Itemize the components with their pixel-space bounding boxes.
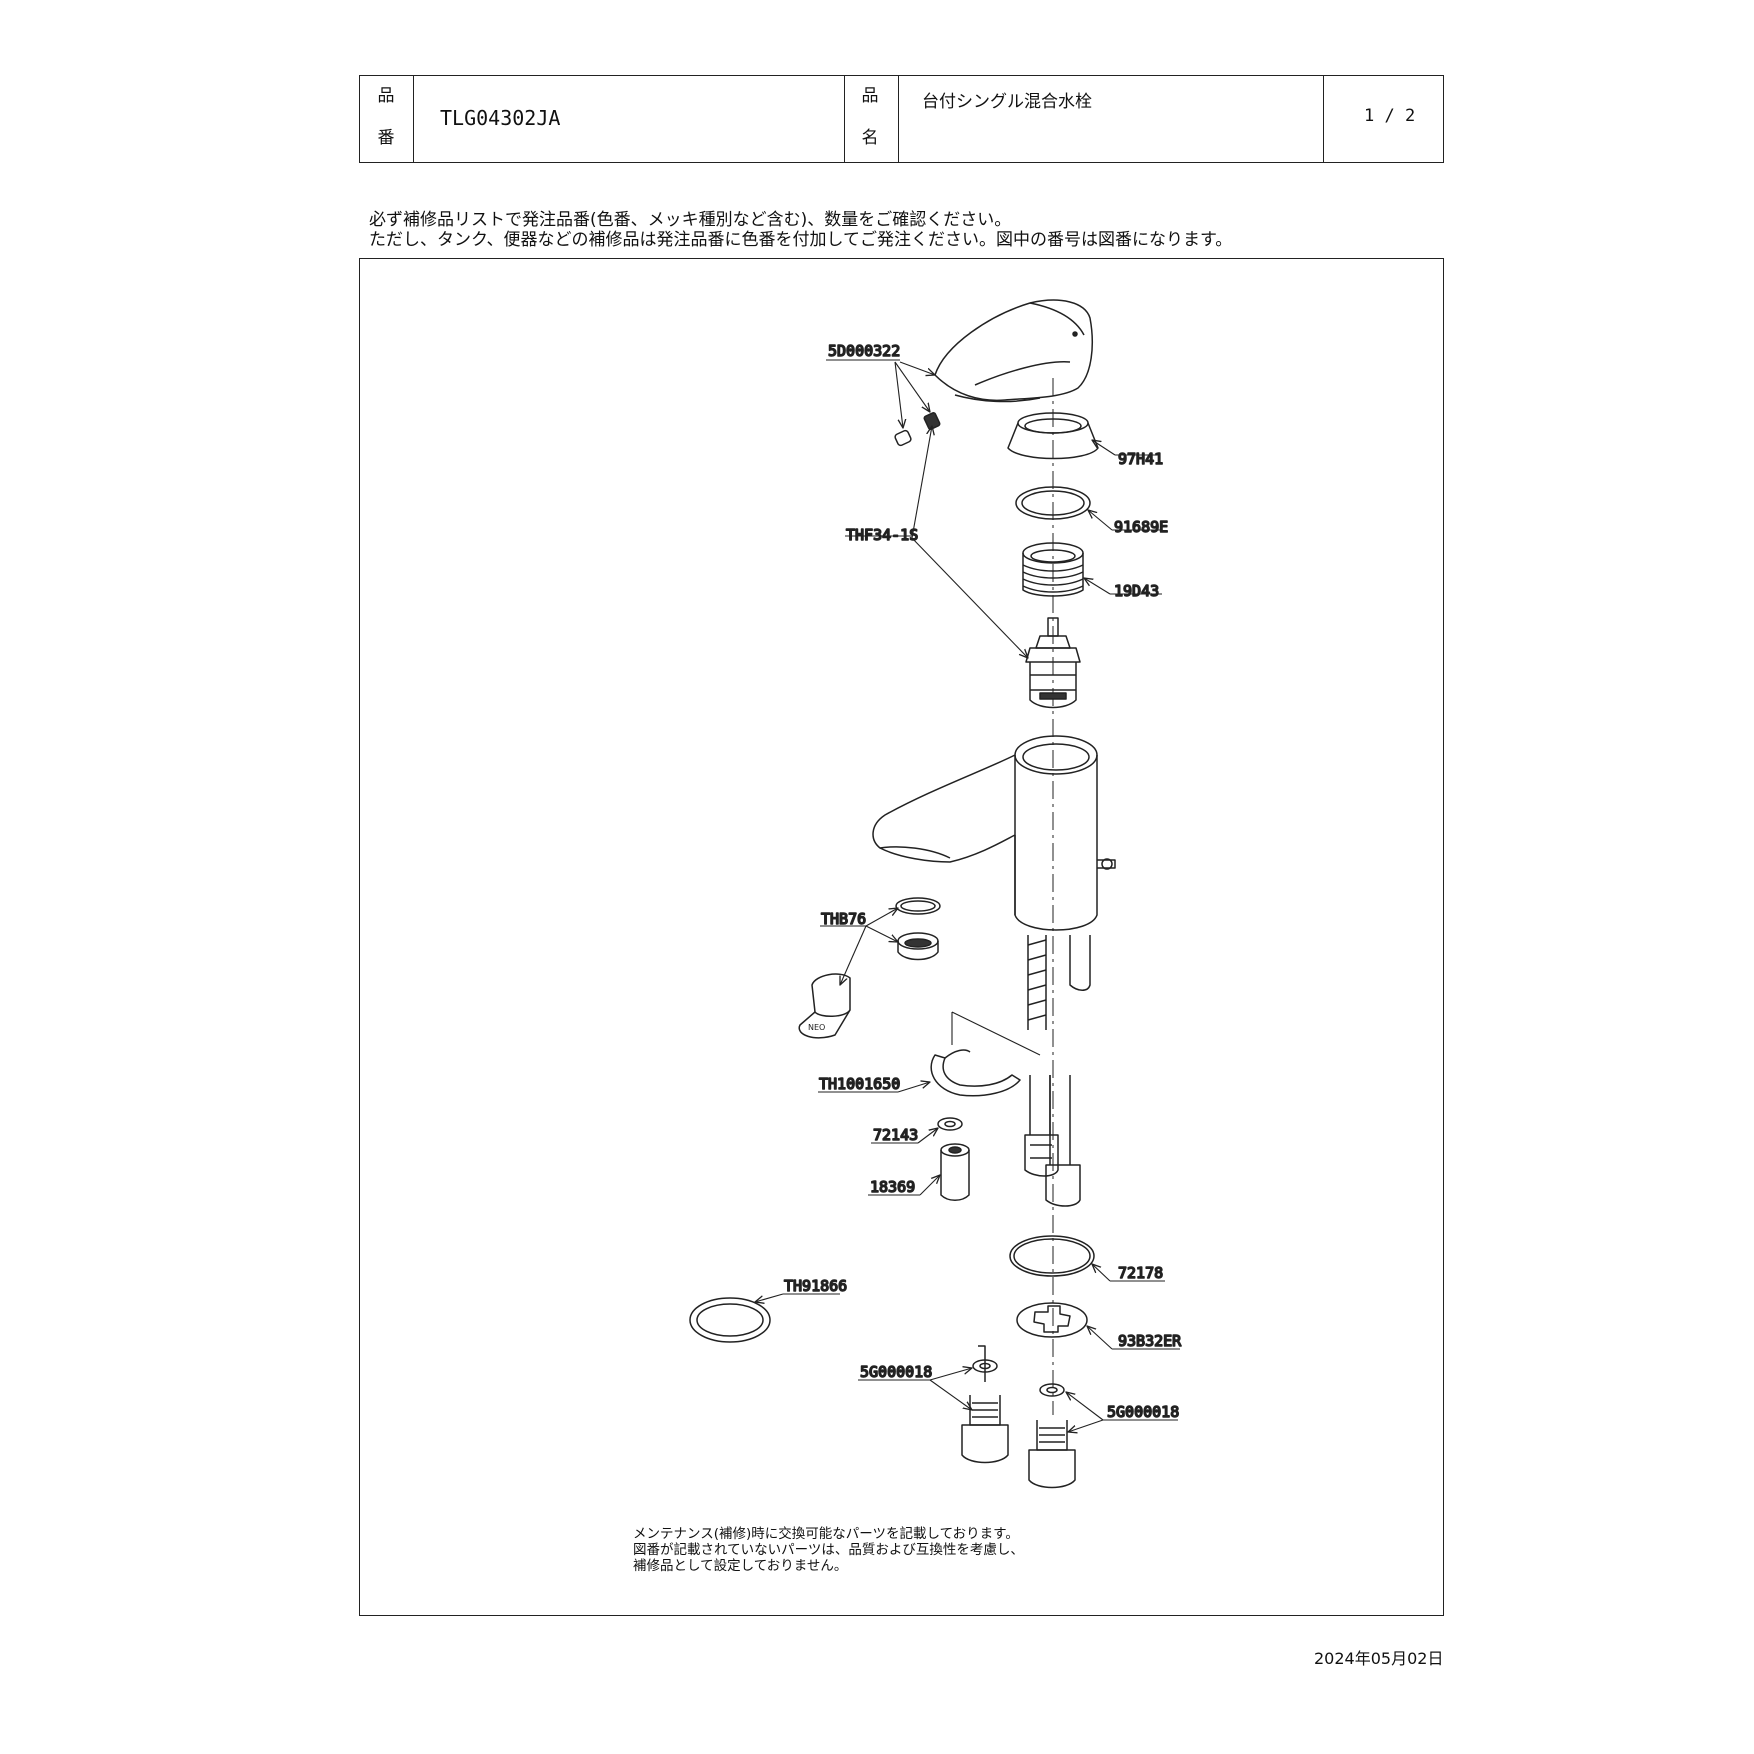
label-adapter-left: 5G000018 xyxy=(860,1363,932,1381)
label-cartridge: THF34-1S xyxy=(846,526,918,544)
label-fixing-plate: 93B32ER xyxy=(1118,1332,1182,1350)
label-aerator: THB76 xyxy=(821,910,866,928)
drawing-frame xyxy=(359,258,1444,1616)
name-label-2: 名 xyxy=(861,128,879,148)
notice-line-1: 必ず補修品リストで発注品番(色番、メッキ種別など含む)、数量をご確認ください。 xyxy=(369,210,1012,230)
cap-nut xyxy=(1007,412,1099,460)
label-retaining-nut: 19D43 xyxy=(1114,582,1159,600)
maintenance-footnote: メンテナンス(補修)時に交換可能なパーツを記載しております。 図番が記載されてい… xyxy=(633,1526,1024,1574)
part-no-label-2: 番 xyxy=(377,128,395,148)
name-label-1: 品 xyxy=(861,86,879,106)
aerator xyxy=(895,897,941,961)
supply-hoses xyxy=(1024,1075,1081,1207)
label-cap-nut: 97H41 xyxy=(1118,450,1163,468)
faucet-body xyxy=(872,735,1116,1030)
retaining-nut xyxy=(1022,542,1084,597)
label-bracket: TH1001650 xyxy=(819,1075,900,1093)
bracket xyxy=(930,1049,1021,1097)
divider xyxy=(1323,76,1324,162)
fixing-plate xyxy=(1016,1302,1088,1338)
part-number: TLG04302JA xyxy=(440,106,561,130)
part-no-label-1: 品 xyxy=(377,86,395,106)
label-stud-nut: 18369 xyxy=(870,1178,915,1196)
o-ring xyxy=(1015,486,1091,520)
page-number: 1 / 2 xyxy=(1364,106,1416,126)
footnote-line-3: 補修品として設定しておりません。 xyxy=(633,1558,848,1574)
adapter-left xyxy=(961,1345,1009,1464)
divider xyxy=(898,76,899,162)
product-name: 台付シングル混合水栓 xyxy=(922,92,1092,112)
title-block: 品 番 TLG04302JA 品 名 台付シングル混合水栓 1 / 2 xyxy=(359,75,1444,163)
label-handle-screw: 5D000322 xyxy=(828,342,900,360)
issue-date: 2024年05月02日 xyxy=(1314,1649,1444,1668)
label-adapter-right: 5G000018 xyxy=(1107,1403,1179,1421)
stud-nut xyxy=(940,1143,970,1201)
handle-screw-parts xyxy=(894,412,941,447)
leader-lines xyxy=(755,359,1180,1432)
notice-line-2: ただし、タンク、便器などの補修品は発注品番に色番を付加してご発注ください。図中の… xyxy=(369,230,1233,250)
label-base-gasket: 72178 xyxy=(1118,1264,1163,1282)
adapter-right xyxy=(1028,1383,1076,1489)
aerator-wrench: NEO xyxy=(798,973,851,1039)
base-gasket xyxy=(1009,1235,1095,1277)
label-gasket-ring: TH91866 xyxy=(784,1277,847,1295)
gasket-ring xyxy=(689,1297,771,1343)
footnote-line-2: 図番が記載されていないパーツは、品質および互換性を考慮し、 xyxy=(633,1542,1024,1558)
label-o-ring: 91689E xyxy=(1114,518,1168,536)
divider xyxy=(413,76,414,162)
label-washer: 72143 xyxy=(873,1126,918,1144)
footnote-line-1: メンテナンス(補修)時に交換可能なパーツを記載しております。 xyxy=(633,1526,1019,1542)
handle-lever xyxy=(934,299,1093,403)
divider xyxy=(844,76,845,162)
washer xyxy=(937,1117,963,1131)
svg-text:NEO: NEO xyxy=(808,1023,825,1032)
